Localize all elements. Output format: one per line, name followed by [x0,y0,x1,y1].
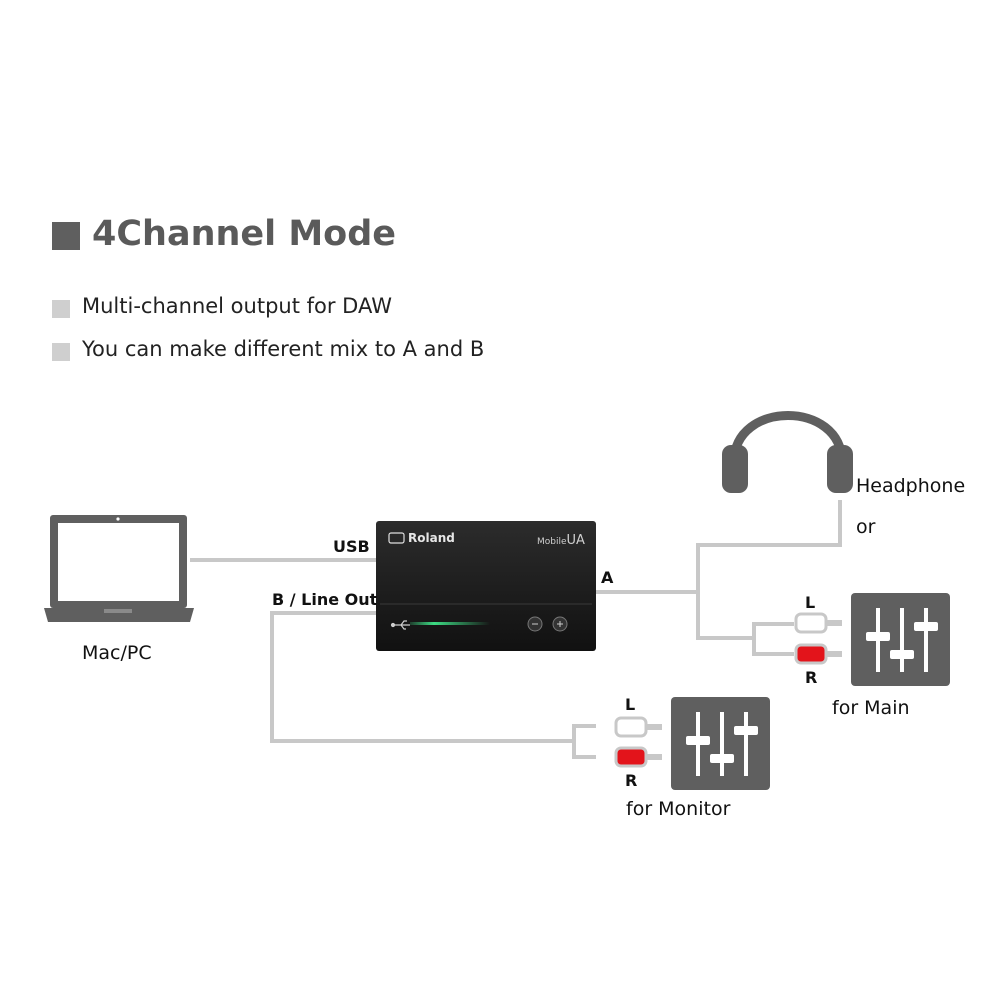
rca-plug-main-r [794,643,842,665]
rca-plug-monitor-r [614,746,662,768]
label-main-r: R [805,668,818,687]
rca-plug-monitor-l [614,716,662,738]
rca-plug-main-l [794,612,842,634]
main-split-cable [696,592,794,656]
device-model-prefix: Mobile [537,537,567,547]
bullet-square-icon [52,343,70,361]
label-a: A [601,568,614,587]
bullet-text-1: Multi-channel output for DAW [82,294,392,318]
label-headphone: Headphone [856,475,966,497]
mixer-faders-icon [851,593,950,686]
mobile-ua-device [376,521,596,651]
title-square-icon [52,222,80,250]
headphones-icon [722,411,853,493]
label-b-line-out: B / Line Out [272,590,378,609]
label-monitor-r: R [625,771,638,790]
usb-symbol-icon [390,620,410,630]
green-led-indicator [410,622,490,625]
a-output-cable [596,500,842,594]
laptop-icon [44,515,194,622]
label-mac-pc: Mac/PC [82,642,152,664]
device-model: MobileUA [537,533,585,548]
cables [190,500,842,759]
device-model-suffix: UA [566,533,585,548]
bullet-square-icon [52,300,70,318]
label-or: or [856,516,876,538]
line-out-cable [270,611,574,743]
mixer-faders-icon [671,697,770,790]
label-for-main: for Main [832,697,910,719]
bullet-text-2: You can make different mix to A and B [82,337,485,361]
label-main-l: L [805,593,816,612]
label-usb: USB [333,537,370,556]
monitor-split-cable [572,724,596,759]
roland-logo-mark [388,532,405,544]
label-for-monitor: for Monitor [626,798,731,820]
page-title: 4Channel Mode [92,214,396,254]
device-brand: Roland [408,531,455,545]
label-monitor-l: L [625,695,636,714]
